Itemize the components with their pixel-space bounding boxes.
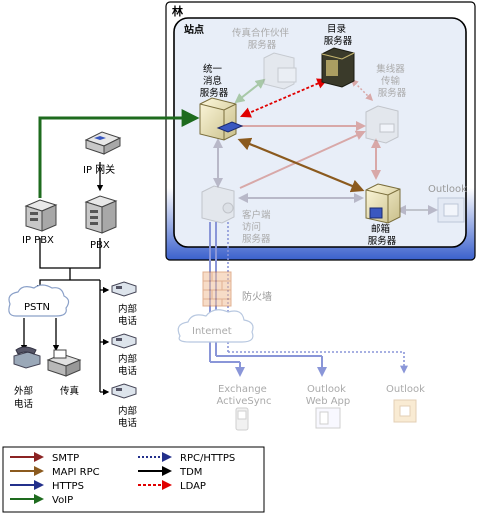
um-server-label: 统一 消息 服务器 (200, 63, 229, 99)
owa-monitor-icon (315, 407, 341, 429)
legend: SMTP MAPI RPC HTTPS VoIP RPC/HTTPS TDM LDAP (10, 452, 235, 506)
legend-box (2, 446, 265, 513)
pstn-cloud-icon (8, 284, 70, 317)
pbx-icon (84, 195, 118, 234)
directory-server-label: 目录 服务器 (324, 24, 353, 47)
outlook-bottom-label: Outlook (386, 384, 425, 395)
legend-label-1: MAPI RPC (52, 467, 100, 478)
internal-phone-1-icon (111, 281, 137, 297)
mailbox-server-label: 邮箱 服务器 (368, 223, 397, 247)
link-dir-hub (350, 78, 374, 102)
legend-label-4: RPC/HTTPS (180, 453, 235, 464)
ip-gateway-icon (84, 131, 122, 155)
hub-transport-server-icon (365, 105, 399, 144)
hub-transport-server-label: 集线器 传输 服务器 (376, 63, 408, 99)
internal-phone-2-icon (111, 333, 137, 349)
firewall-icon (202, 271, 232, 307)
legend-label-2: HTTPS (52, 481, 84, 492)
firewall-label: 防火墙 (242, 290, 272, 303)
ip-pbx-icon (24, 199, 58, 232)
outlook-right-icon (437, 197, 465, 223)
ip-gateway-label: IP 网关 (83, 163, 115, 176)
fax-partner-server-label: 传真合作伙伴 服务器 (232, 27, 292, 51)
fax-label: 传真 (60, 385, 79, 397)
outlook-right-label: Outlook (428, 184, 467, 195)
legend-label-6: LDAP (180, 481, 206, 492)
link-mapi-um-mbx (237, 137, 365, 193)
external-phone-label: 外部 电话 (14, 385, 36, 410)
activesync-label: Exchange ActiveSync (216, 384, 271, 407)
internal-phone-3-label: 内部 电话 (118, 405, 140, 429)
pbx-label: PBX (90, 240, 110, 251)
fax-partner-server-icon (263, 52, 297, 90)
internal-phone-1-label: 内部 电话 (118, 303, 140, 327)
site-label: 站点 (184, 23, 204, 36)
fax-machine-icon (46, 349, 82, 377)
link-ldap-um-dir (240, 78, 328, 118)
link-voip-ippbx-um (38, 109, 200, 198)
outlook-bottom-icon (393, 399, 417, 423)
legend-label-3: VoIP (52, 495, 73, 506)
internet-label: Internet (192, 326, 232, 337)
owa-label: Outlook Web App (306, 384, 351, 407)
client-access-server-icon (201, 185, 235, 224)
um-server-icon (199, 97, 244, 141)
internal-phone-2-label: 内部 电话 (118, 353, 140, 377)
legend-label-5: TDM (179, 467, 202, 478)
mobile-device-icon (235, 407, 249, 431)
mailbox-server-icon (365, 183, 401, 224)
ip-pbx-label: IP PBX (22, 235, 54, 246)
directory-server-icon (321, 47, 355, 88)
client-access-server-label: 客户端 访问 服务器 (242, 209, 274, 245)
legend-label-0: SMTP (52, 453, 79, 464)
external-phone-icon (13, 346, 41, 369)
pstn-label: PSTN (24, 302, 50, 313)
forest-label: 林 (172, 4, 183, 18)
internet-cloud-icon (177, 309, 254, 343)
internal-phone-3-icon (111, 383, 137, 399)
